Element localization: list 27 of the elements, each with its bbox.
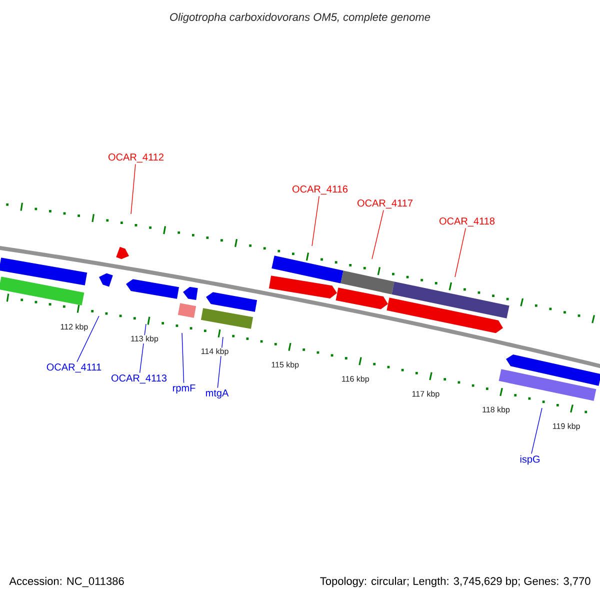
- tick-label: 117 kbp: [411, 390, 440, 399]
- leader-line: [130, 164, 136, 214]
- leader-line: [182, 332, 184, 384]
- leader-line: [76, 316, 100, 362]
- tick-label: 116 kbp: [340, 375, 370, 384]
- tick-label: 115 kbp: [270, 361, 300, 370]
- gene-label: rpmF: [173, 384, 196, 394]
- gene-label: OCAR_4117: [358, 200, 412, 208]
- gene-label: OCAR_4118: [440, 218, 495, 226]
- leader-line: [372, 210, 384, 260]
- gene-label: mtgA: [206, 390, 229, 398]
- gene-label: OCAR_4116: [292, 186, 348, 194]
- gene-label: OCAR_4113: [112, 374, 167, 384]
- tick-label: 118 kbp: [482, 406, 510, 414]
- tick-label: 119 kbp: [552, 422, 581, 432]
- gene-label: ispG: [520, 455, 540, 465]
- tick-label: 114 kbp: [200, 348, 230, 356]
- leader-line: [454, 228, 466, 278]
- leader-line: [312, 196, 320, 246]
- tick-label: 112 kbp: [60, 323, 89, 332]
- footer-text: Topology: circular; Length: 3,745,629 bp; Genes: 3,770: [320, 576, 590, 588]
- footer-text: Accession: NC_011386: [9, 576, 124, 588]
- tick-label: 113 kbp: [130, 335, 159, 344]
- title: Oligotropha carboxidovorans OM5, complete genome: [170, 12, 430, 24]
- gene-label: OCAR_4111: [46, 364, 102, 372]
- gene-label: OCAR_4112: [108, 154, 164, 162]
- leader-line: [531, 408, 542, 454]
